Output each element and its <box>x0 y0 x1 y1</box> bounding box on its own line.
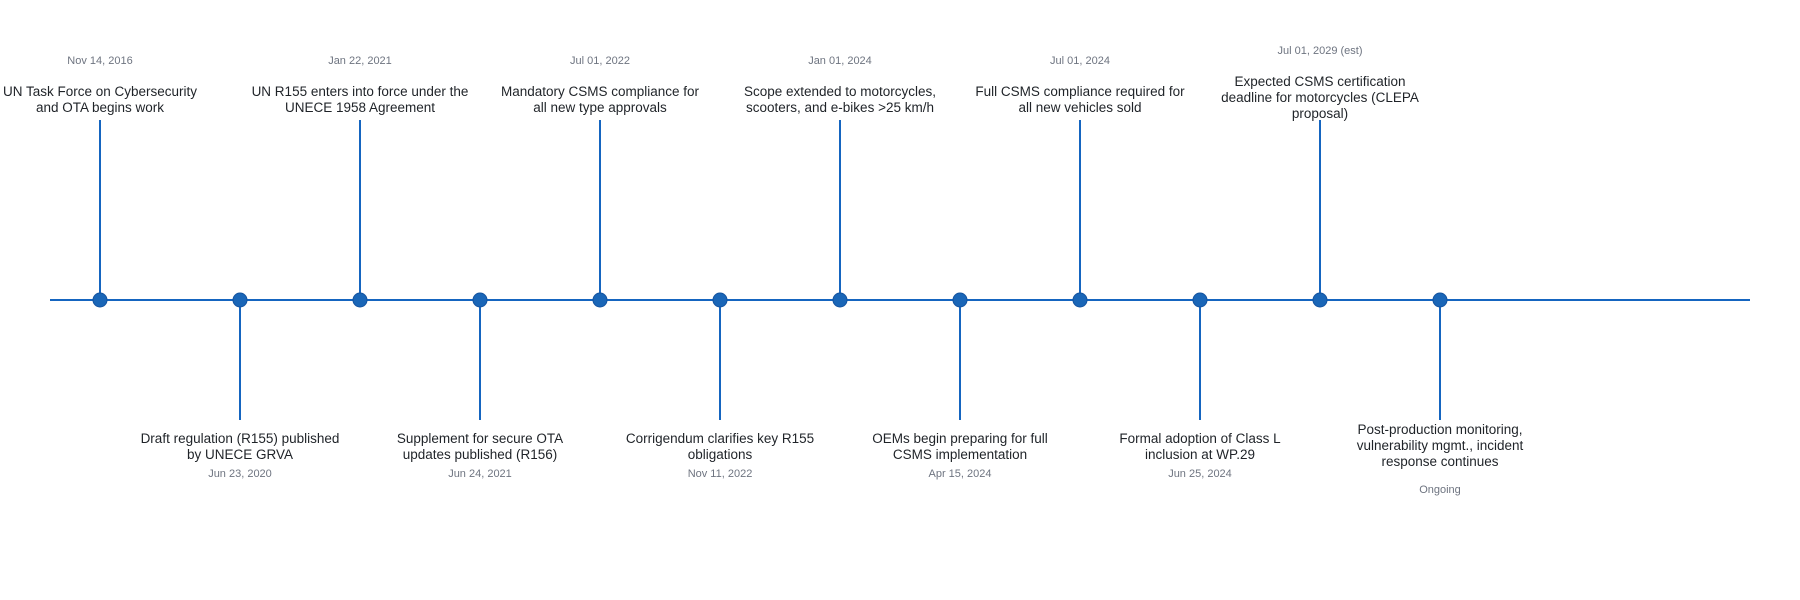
event-description-line: updates published (R156) <box>403 447 558 462</box>
event-description-line: Post-production monitoring, <box>1357 422 1522 437</box>
event-description-line: Draft regulation (R155) published <box>141 431 340 446</box>
event-description-line: all new vehicles sold <box>1018 100 1141 115</box>
event-description-line: Scope extended to motorcycles, <box>744 84 936 99</box>
event-date: Jan 22, 2021 <box>328 55 392 67</box>
event-date: Jul 01, 2029 (est) <box>1278 45 1363 57</box>
event-description-line: Supplement for secure OTA <box>397 431 563 446</box>
event-description-line: UN R155 enters into force under the <box>252 84 469 99</box>
event-marker <box>352 292 368 308</box>
event-description-line: and OTA begins work <box>36 100 164 115</box>
event-marker <box>1312 292 1328 308</box>
event-date: Ongoing <box>1419 484 1461 496</box>
event-date: Jan 01, 2024 <box>808 55 872 67</box>
event-description-line: vulnerability mgmt., incident <box>1357 438 1524 453</box>
event-marker <box>712 292 728 308</box>
event-description-line: deadline for motorcycles (CLEPA <box>1221 90 1419 105</box>
event-description-line: inclusion at WP.29 <box>1145 447 1255 462</box>
event-description-line: OEMs begin preparing for full <box>872 431 1048 446</box>
event-date: Nov 14, 2016 <box>67 55 132 67</box>
event-marker <box>1192 292 1208 308</box>
event-marker <box>1432 292 1448 308</box>
event-date: Apr 15, 2024 <box>929 468 992 480</box>
event-marker <box>952 292 968 308</box>
event-description-line: obligations <box>688 447 753 462</box>
event-marker <box>1072 292 1088 308</box>
event-date: Nov 11, 2022 <box>688 468 753 480</box>
event-description-line: all new type approvals <box>533 100 667 115</box>
event-description-line: UN Task Force on Cybersecurity <box>3 84 197 99</box>
timeline-event: Ongoing Post-production monitoring,vulner… <box>1357 292 1524 496</box>
timeline-event: Jun 23, 2020 Draft regulation (R155) publ… <box>141 292 340 480</box>
event-description-line: by UNECE GRVA <box>187 447 293 462</box>
event-marker <box>472 292 488 308</box>
event-description-line: UNECE 1958 Agreement <box>285 100 435 115</box>
timeline-event: Jan 22, 2021 UN R155 enters into force un… <box>252 55 469 308</box>
event-marker <box>832 292 848 308</box>
timeline-event: Jun 25, 2024 Formal adoption of Class Lin… <box>1119 292 1281 480</box>
event-date: Jun 25, 2024 <box>1168 468 1232 480</box>
event-marker <box>92 292 108 308</box>
event-date: Jul 01, 2024 <box>1050 55 1110 67</box>
event-description-line: Expected CSMS certification <box>1234 74 1405 89</box>
timeline-event: Apr 15, 2024 OEMs begin preparing for ful… <box>872 292 1048 480</box>
timeline-event: Jun 24, 2021 Supplement for secure OTAupd… <box>397 292 563 480</box>
event-date: Jun 23, 2020 <box>208 468 272 480</box>
event-description-line: Formal adoption of Class L <box>1119 431 1281 446</box>
event-marker <box>232 292 248 308</box>
event-marker <box>592 292 608 308</box>
event-description-line: Corrigendum clarifies key R155 <box>626 431 814 446</box>
event-date: Jul 01, 2022 <box>570 55 630 67</box>
timeline-event: Nov 14, 2016 UN Task Force on Cybersecuri… <box>3 55 197 308</box>
event-description-line: CSMS implementation <box>893 447 1027 462</box>
event-date: Jun 24, 2021 <box>448 468 512 480</box>
event-description-line: Mandatory CSMS compliance for <box>501 84 700 99</box>
event-description-line: scooters, and e-bikes >25 km/h <box>746 100 934 115</box>
timeline-event: Nov 11, 2022 Corrigendum clarifies key R1… <box>626 292 814 480</box>
event-description-line: proposal) <box>1292 106 1348 121</box>
event-description-line: response continues <box>1381 454 1498 469</box>
event-description-line: Full CSMS compliance required for <box>975 84 1185 99</box>
timeline-event: Jul 01, 2029 (est) Expected CSMS certific… <box>1221 45 1419 308</box>
